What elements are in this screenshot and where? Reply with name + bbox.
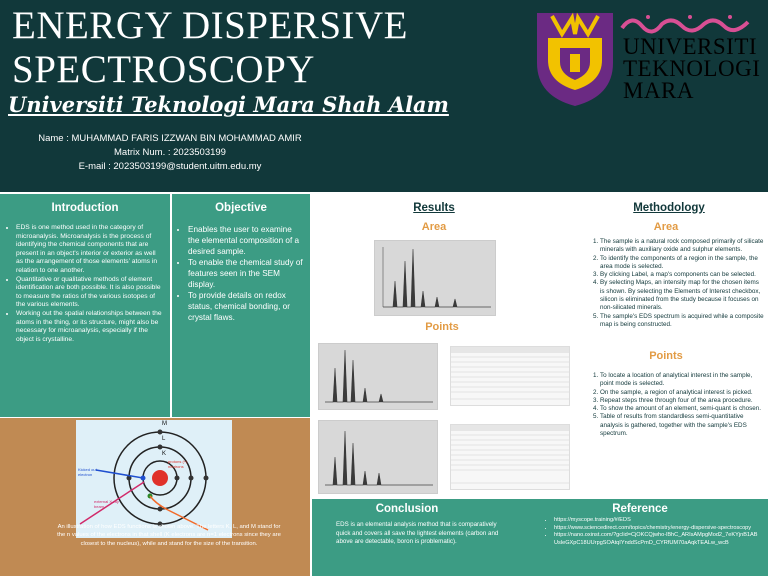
method-step: The sample's EDS spectrum is acquired wh…: [600, 313, 764, 330]
objective-item: Enables the user to examine the elementa…: [188, 224, 304, 257]
introduction-item: Working out the spatial relationships be…: [16, 310, 164, 344]
uitm-crest-icon: [537, 12, 613, 106]
methodology-area-label: Area: [653, 221, 679, 233]
conclusion-heading: Conclusion: [375, 503, 439, 515]
method-step: Repeat steps three through four of the a…: [600, 397, 764, 405]
introduction-item: Quantitative or qualitative methods of e…: [16, 276, 164, 310]
introduction-heading: Introduction: [51, 202, 119, 214]
method-step: To locate a location of analytical inter…: [600, 372, 764, 389]
reference-link[interactable]: https://www.sciencedirect.com/topics/che…: [554, 525, 758, 533]
logo-word-universiti: UNIVERSITI: [623, 34, 758, 59]
objective-list: Enables the user to examine the elementa…: [180, 224, 304, 323]
point1-table-graphic: [451, 347, 569, 400]
method-step: The sample is a natural rock composed pr…: [600, 238, 764, 255]
point2-spectrum-plot: [319, 421, 437, 493]
method-step: Table of results from standardless semi-…: [600, 413, 764, 438]
point2-spectrum-image: [318, 420, 438, 494]
method-step: On the sample, a region of analytical in…: [600, 389, 764, 397]
jawi-script-icon: [620, 15, 750, 34]
results-area-label: Area: [421, 221, 447, 233]
shell-label-k: K: [162, 451, 167, 457]
diagram-caption: An illustration of how EDS functions is …: [57, 524, 281, 547]
method-step: To show the amount of an element, semi-q…: [600, 405, 764, 413]
methodology-points-steps: To locate a location of analytical inter…: [592, 372, 764, 438]
results-points-label: Points: [425, 321, 459, 333]
conclusion-reference-panel: [312, 499, 768, 576]
area-spectrum-image: [374, 240, 496, 316]
header-banner: ENERGY DISPERSIVE SPECTROSCOPY Universit…: [0, 0, 768, 192]
logo-word-teknologi: TEKNOLOGI: [623, 56, 761, 81]
point1-spectrum-image: [318, 343, 438, 410]
poster-title-line-2: SPECTROSCOPY: [12, 48, 315, 91]
uitm-logo: UNIVERSITI TEKNOLOGI MARA: [532, 8, 762, 118]
method-step: By selecting Maps, an intensity map for …: [600, 279, 764, 312]
introduction-panel: Introduction EDS is one method used in t…: [0, 194, 170, 417]
eds-diagram-panel: K L M protons (+) neutrons Kicked out el…: [0, 418, 310, 576]
methodology-area-steps: The sample is a natural rock composed pr…: [592, 238, 764, 329]
shell-label-l: L: [162, 436, 166, 442]
shell-label-m: M: [162, 421, 167, 427]
objective-item: To provide details on redox status, chem…: [188, 290, 304, 323]
university-subtitle: Universiti Teknologi Mara Shah Alam: [8, 92, 449, 117]
objective-panel: Objective Enables the user to examine th…: [172, 194, 310, 417]
logo-word-mara: MARA: [623, 78, 695, 103]
author-email: E-mail : 2023503199@student.uitm.edu.my: [78, 161, 262, 172]
point1-results-table: [450, 346, 570, 406]
reference-list: https://myscope.training/#/EDS https://w…: [548, 517, 758, 547]
objective-item: To enable the chemical study of features…: [188, 257, 304, 290]
methodology-points-label: Points: [649, 350, 683, 362]
kicked-electron-label: Kicked out electron: [78, 467, 97, 477]
reference-link[interactable]: https://myscope.training/#/EDS: [554, 517, 758, 525]
results-heading: Results: [413, 202, 455, 214]
objective-heading: Objective: [215, 202, 267, 214]
poster-title-line-1: ENERGY DISPERSIVE: [12, 4, 408, 47]
introduction-item: EDS is one method used in the category o…: [16, 224, 164, 276]
method-step: By clicking Label, a map's components ca…: [600, 271, 764, 279]
area-spectrum-plot: [375, 241, 495, 315]
reference-link[interactable]: https://nano.oxinst.com/?gclid=CjOKCQjwh…: [554, 532, 758, 547]
method-step: To identify the components of a region i…: [600, 255, 764, 272]
point1-spectrum-plot: [319, 344, 437, 409]
reference-heading: Reference: [612, 503, 668, 515]
conclusion-body: EDS is an elemental analysis method that…: [336, 521, 499, 545]
point2-table-graphic: [451, 425, 569, 484]
external-beam-label: external X-ray beam: [94, 499, 119, 509]
eds-diagram: K L M protons (+) neutrons Kicked out el…: [76, 420, 232, 538]
author-name: Name : MUHAMMAD FARIS IZZWAN BIN MOHAMMA…: [38, 133, 302, 144]
nucleus-label: protons (+) neutrons: [168, 459, 188, 469]
point2-results-table: [450, 424, 570, 490]
author-matrix: Matrix Num. : 2023503199: [114, 147, 226, 158]
atom-shell-diagram: [79, 429, 209, 531]
methodology-heading: Methodology: [633, 202, 705, 214]
introduction-list: EDS is one method used in the category o…: [8, 224, 164, 344]
